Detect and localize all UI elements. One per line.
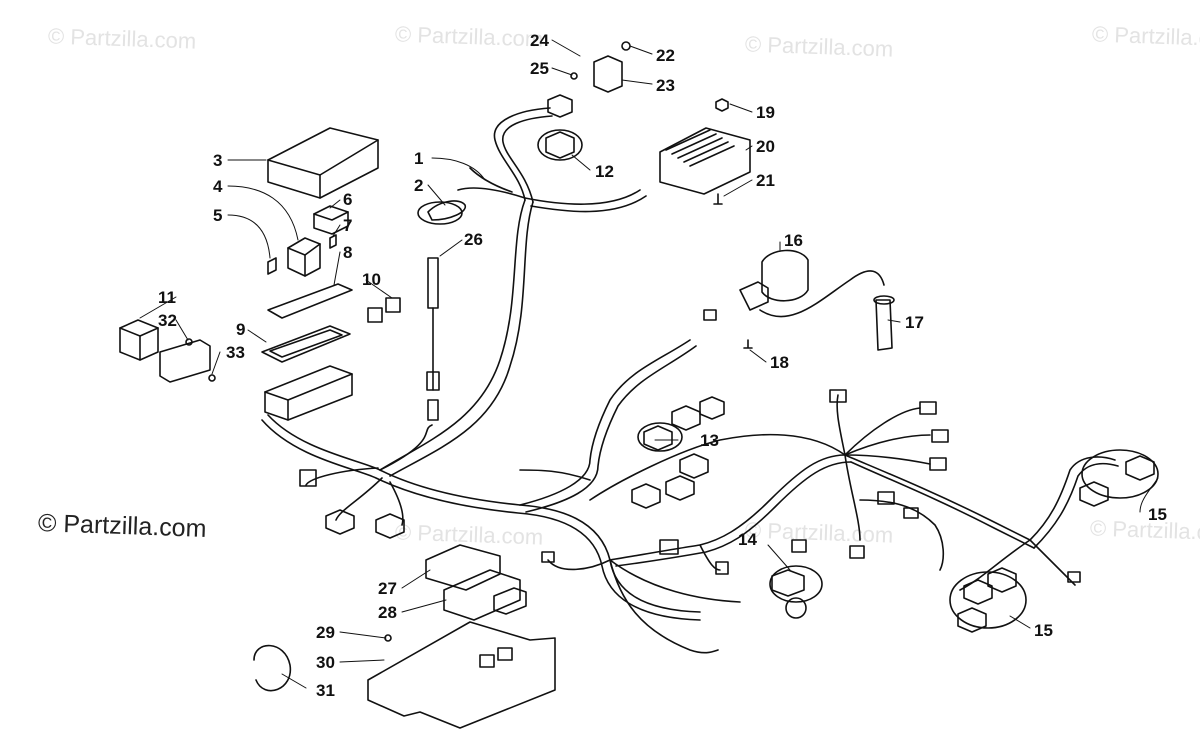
callout-17: 17 — [905, 313, 924, 332]
components — [119, 41, 1159, 729]
leader-lines — [139, 39, 1159, 689]
callout-6: 6 — [343, 190, 352, 209]
callout-8: 8 — [343, 243, 352, 262]
callout-14: 14 — [738, 530, 757, 549]
callout-31: 31 — [316, 681, 335, 700]
callout-23: 23 — [656, 76, 675, 95]
callout-1: 1 — [414, 149, 423, 168]
callout-19: 19 — [756, 103, 775, 122]
callout-27: 27 — [378, 579, 397, 598]
callout-26: 26 — [464, 230, 483, 249]
callout-33: 33 — [226, 343, 245, 362]
callout-11: 11 — [158, 288, 176, 307]
callout-10: 10 — [362, 270, 381, 289]
callout-9: 9 — [236, 320, 245, 339]
callout-28: 28 — [378, 603, 397, 622]
callout-15: 15 — [1034, 621, 1053, 640]
callout-29: 29 — [316, 623, 335, 642]
callout-12: 12 — [595, 162, 614, 181]
callout-25: 25 — [530, 59, 549, 78]
callout-13: 13 — [700, 431, 719, 450]
callout-18: 18 — [770, 353, 789, 372]
callout-16: 16 — [784, 231, 803, 250]
callout-30: 30 — [316, 653, 335, 672]
callout-3: 3 — [213, 151, 222, 170]
callout-24: 24 — [530, 31, 549, 50]
callout-7: 7 — [343, 216, 352, 235]
callout-labels: 1 2 3 4 5 6 7 8 9 10 11 12 13 14 15 15 1… — [158, 31, 1167, 700]
main-harness — [261, 107, 1119, 654]
callout-22: 22 — [656, 46, 675, 65]
callout-4: 4 — [213, 177, 223, 196]
callout-5: 5 — [213, 206, 222, 225]
callout-2: 2 — [414, 176, 423, 195]
callout-20: 20 — [756, 137, 775, 156]
callout-32: 32 — [158, 311, 177, 330]
callout-15: 15 — [1148, 505, 1167, 524]
callout-21: 21 — [756, 171, 775, 190]
